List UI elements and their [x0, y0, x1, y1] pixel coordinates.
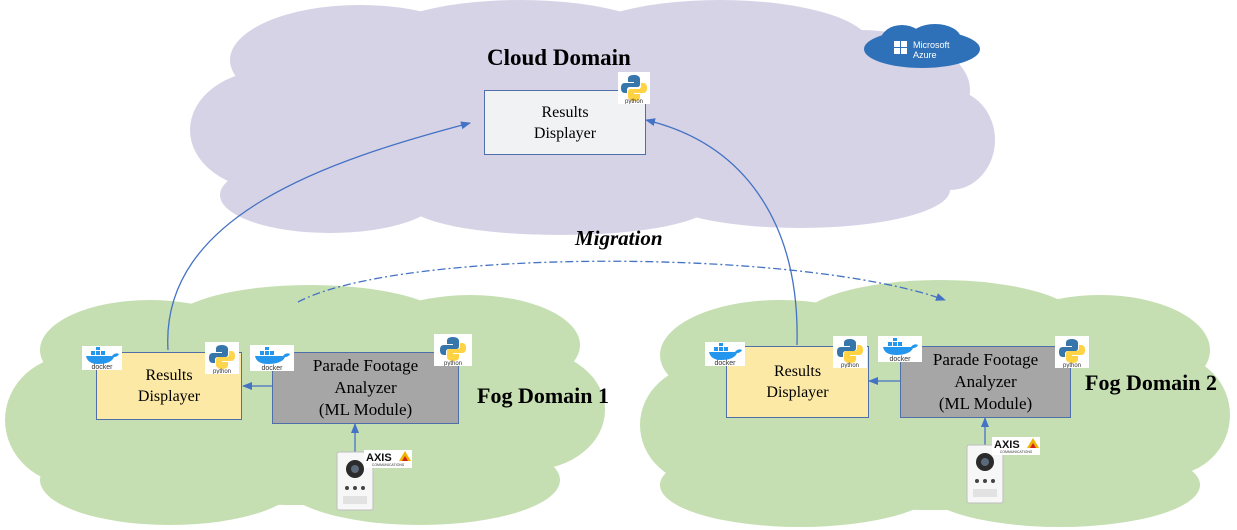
- box-line: Results: [145, 367, 193, 384]
- box-line: Parade Footage: [932, 350, 1039, 369]
- docker-wordmark: docker: [261, 365, 283, 371]
- axis-subtext: COMMUNICATIONS: [372, 463, 405, 467]
- cloud-results-displayer: Results Displayer: [484, 90, 646, 155]
- python-wordmark: python: [841, 363, 859, 368]
- box-line: (ML Module): [938, 394, 1033, 413]
- python-wordmark: python: [213, 369, 231, 374]
- docker-logo-icon: docker: [878, 336, 922, 367]
- docker-logo-icon: docker: [705, 342, 745, 371]
- python-wordmark: python: [1063, 363, 1081, 368]
- box-line: Parade Footage: [312, 356, 419, 375]
- axis-logo-icon: AXIS COMMUNICATIONS: [992, 437, 1040, 460]
- migration-arrow: [297, 260, 946, 303]
- python-logo-icon: python: [618, 72, 650, 109]
- docker-wordmark: docker: [91, 364, 113, 370]
- camera-icon: [966, 444, 1004, 504]
- box-line: Analyzer: [334, 378, 397, 397]
- fog1-to-cloud-arrow: [167, 121, 471, 351]
- box-line: Results: [773, 363, 822, 380]
- axis-logo-icon: AXIS COMMUNICATIONS: [364, 450, 412, 473]
- python-logo-icon: python: [1055, 336, 1089, 373]
- fog-domain-2-title: Fog Domain 2: [1085, 370, 1217, 395]
- docker-wordmark: docker: [714, 360, 736, 366]
- axis-subtext: COMMUNICATIONS: [1000, 450, 1033, 454]
- azure-line1: Microsoft: [913, 40, 950, 50]
- fog1-parade-footage-analyzer: Parade Footage Analyzer (ML Module): [272, 352, 459, 424]
- python-logo-icon: python: [434, 334, 472, 371]
- box-line: Displayer: [533, 124, 597, 142]
- box-line: Displayer: [137, 388, 201, 405]
- python-wordmark: python: [444, 361, 462, 366]
- fog2-to-cloud-arrow: [645, 118, 798, 346]
- box-line: Results: [541, 103, 589, 121]
- axis-wordmark: AXIS: [994, 439, 1020, 451]
- docker-logo-icon: docker: [250, 345, 294, 376]
- python-logo-icon: python: [833, 336, 867, 373]
- docker-wordmark: docker: [889, 356, 911, 362]
- box-line: Analyzer: [954, 372, 1017, 391]
- fog-domain-1-title: Fog Domain 1: [477, 383, 609, 408]
- axis-wordmark: AXIS: [366, 452, 392, 464]
- fog2-parade-footage-analyzer: Parade Footage Analyzer (ML Module): [900, 346, 1071, 418]
- cloud-domain-shape: [190, 0, 995, 235]
- azure-logo: Microsoft Azure: [857, 22, 982, 70]
- docker-logo-icon: docker: [82, 346, 122, 375]
- box-line: Displayer: [766, 384, 829, 401]
- python-logo-icon: python: [205, 342, 239, 379]
- migration-label: Migration: [575, 226, 663, 250]
- python-wordmark: python: [625, 99, 643, 104]
- cloud-domain-title: Cloud Domain: [487, 45, 631, 70]
- box-line: (ML Module): [318, 400, 413, 419]
- azure-line2: Azure: [913, 50, 937, 60]
